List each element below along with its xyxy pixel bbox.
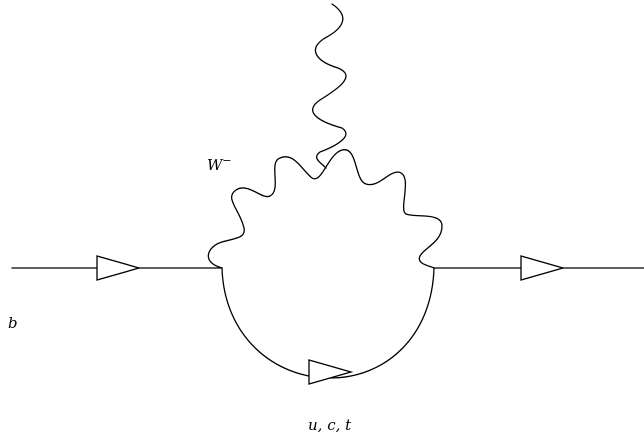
loop-quarks-label: u, c, t (308, 416, 352, 434)
incoming-quark-arrow (96, 255, 142, 281)
w-boson-wavy-line (207, 149, 443, 269)
incoming-quark-label: b (8, 314, 18, 332)
outgoing-quark-arrow (520, 255, 566, 281)
external-wavy-line (312, 3, 347, 169)
loop-quark-arrow (308, 359, 354, 385)
loop-quark-line (221, 267, 435, 379)
w-boson-label: W− (207, 154, 232, 174)
